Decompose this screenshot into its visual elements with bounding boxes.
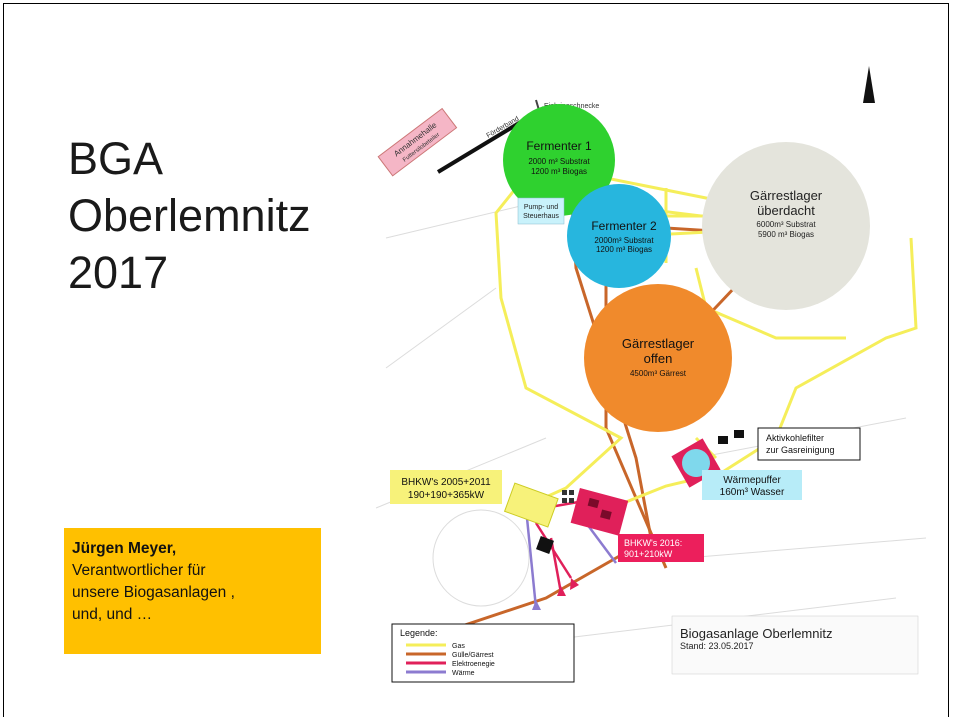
f2-line-1: 2000m³ Substrat xyxy=(594,236,654,245)
pump-steuerhaus xyxy=(517,197,565,225)
filter-block-2 xyxy=(734,430,744,438)
author-note-box: Jürgen Meyer, Verantwortlicher für unser… xyxy=(64,528,321,654)
pump-line-2: Steuerhaus xyxy=(523,213,559,220)
f2-line-2: 1200 m³ Biogas xyxy=(596,245,652,254)
legend-item-strom: Elektroenegie xyxy=(406,661,495,668)
author-name: Jürgen Meyer, xyxy=(72,540,177,557)
legend-item-waerme: Wärme xyxy=(406,670,475,677)
strom-arrow-icon-1 xyxy=(557,586,566,596)
bhkw-new-box xyxy=(618,534,704,562)
legend-item-guelle: Gülle/Gärrest xyxy=(406,652,494,659)
legend-title: Legende: xyxy=(400,628,438,638)
f1-title: Fermenter 1 xyxy=(526,139,592,153)
legend-strom-label: Elektroenegie xyxy=(452,661,495,668)
pump-line-1: Pump- und xyxy=(524,204,558,211)
aktiv-line-1: Aktivkohlefilter xyxy=(766,433,824,443)
aktivkohlefilter-box xyxy=(757,427,861,461)
plant-title: Biogasanlage Oberlemnitz xyxy=(680,626,832,641)
f1-line-2: 1200 m³ Biogas xyxy=(531,167,587,176)
bhkw2-line-1: BHKW's 2016: xyxy=(624,538,682,548)
bhkw-old-units xyxy=(562,490,574,503)
bhkw1-line-1: BHKW's 2005+2011 xyxy=(401,477,491,488)
legend-waerme-label: Wärme xyxy=(452,670,475,677)
gu-line-1: 6000m³ Substrat xyxy=(756,220,816,229)
bhkw2-line-2: 901+210kW xyxy=(624,549,673,559)
f2-title: Fermenter 2 xyxy=(591,219,657,233)
plant-date: Stand: 23.05.2017 xyxy=(680,641,754,651)
note-line-2: unsere Biogasanlagen , xyxy=(72,584,235,601)
go-line-1: 4500m³ Gärrest xyxy=(630,369,687,378)
bhkw1-line-2: 190+190+365kW xyxy=(408,490,485,501)
title-line-1: BGA xyxy=(68,133,164,184)
slide-frame xyxy=(3,3,949,717)
waermepuffer-box xyxy=(702,470,802,500)
filter-block-1 xyxy=(718,436,728,444)
site-map-svg: Annahmehalle Futtersilobeteiler Förderba… xyxy=(375,66,927,683)
strom-arrow-icon-2 xyxy=(570,578,579,590)
legend-guelle-label: Gülle/Gärrest xyxy=(452,652,494,659)
legend-gas-label: Gas xyxy=(452,643,465,650)
go-title-2: offen xyxy=(644,351,673,366)
plant-title-block xyxy=(671,615,919,675)
gaerrestlager-offen xyxy=(584,284,732,432)
trafo-block xyxy=(536,536,554,554)
wpuffer-line-1: Wärmepuffer xyxy=(723,475,781,486)
gaerrestlager-ueberdacht xyxy=(702,142,870,310)
gu-title-1: Gärrestlager xyxy=(750,188,823,203)
go-title-1: Gärrestlager xyxy=(622,336,695,351)
slide-title: BGA Oberlemnitz 2017 xyxy=(68,130,311,301)
gu-title-2: überdacht xyxy=(757,203,815,218)
gu-line-2: 5900 m³ Biogas xyxy=(758,230,814,239)
bhkw-old-box xyxy=(390,470,502,504)
legend-item-gas: Gas xyxy=(406,643,465,650)
plant-site-map: Annahmehalle Futtersilobeteiler Förderba… xyxy=(366,38,927,714)
wpuffer-line-2: 160m³ Wasser xyxy=(720,487,785,498)
fermenter-1 xyxy=(503,104,615,216)
f1-line-1: 2000 m³ Substrat xyxy=(528,157,590,166)
bhkw-old-buildings xyxy=(503,482,559,528)
fermenter-2 xyxy=(567,184,671,288)
title-line-3: 2017 xyxy=(68,247,169,298)
waerme-arrow-icon xyxy=(532,600,541,610)
title-line-2: Oberlemnitz xyxy=(68,190,311,241)
note-line-3: und, und … xyxy=(72,606,153,623)
note-line-1: Verantwortlicher für xyxy=(72,562,206,579)
aktiv-line-2: zur Gasreinigung xyxy=(766,445,835,455)
bhkw-new-buildings xyxy=(570,487,629,536)
north-arrow-icon xyxy=(863,66,875,103)
